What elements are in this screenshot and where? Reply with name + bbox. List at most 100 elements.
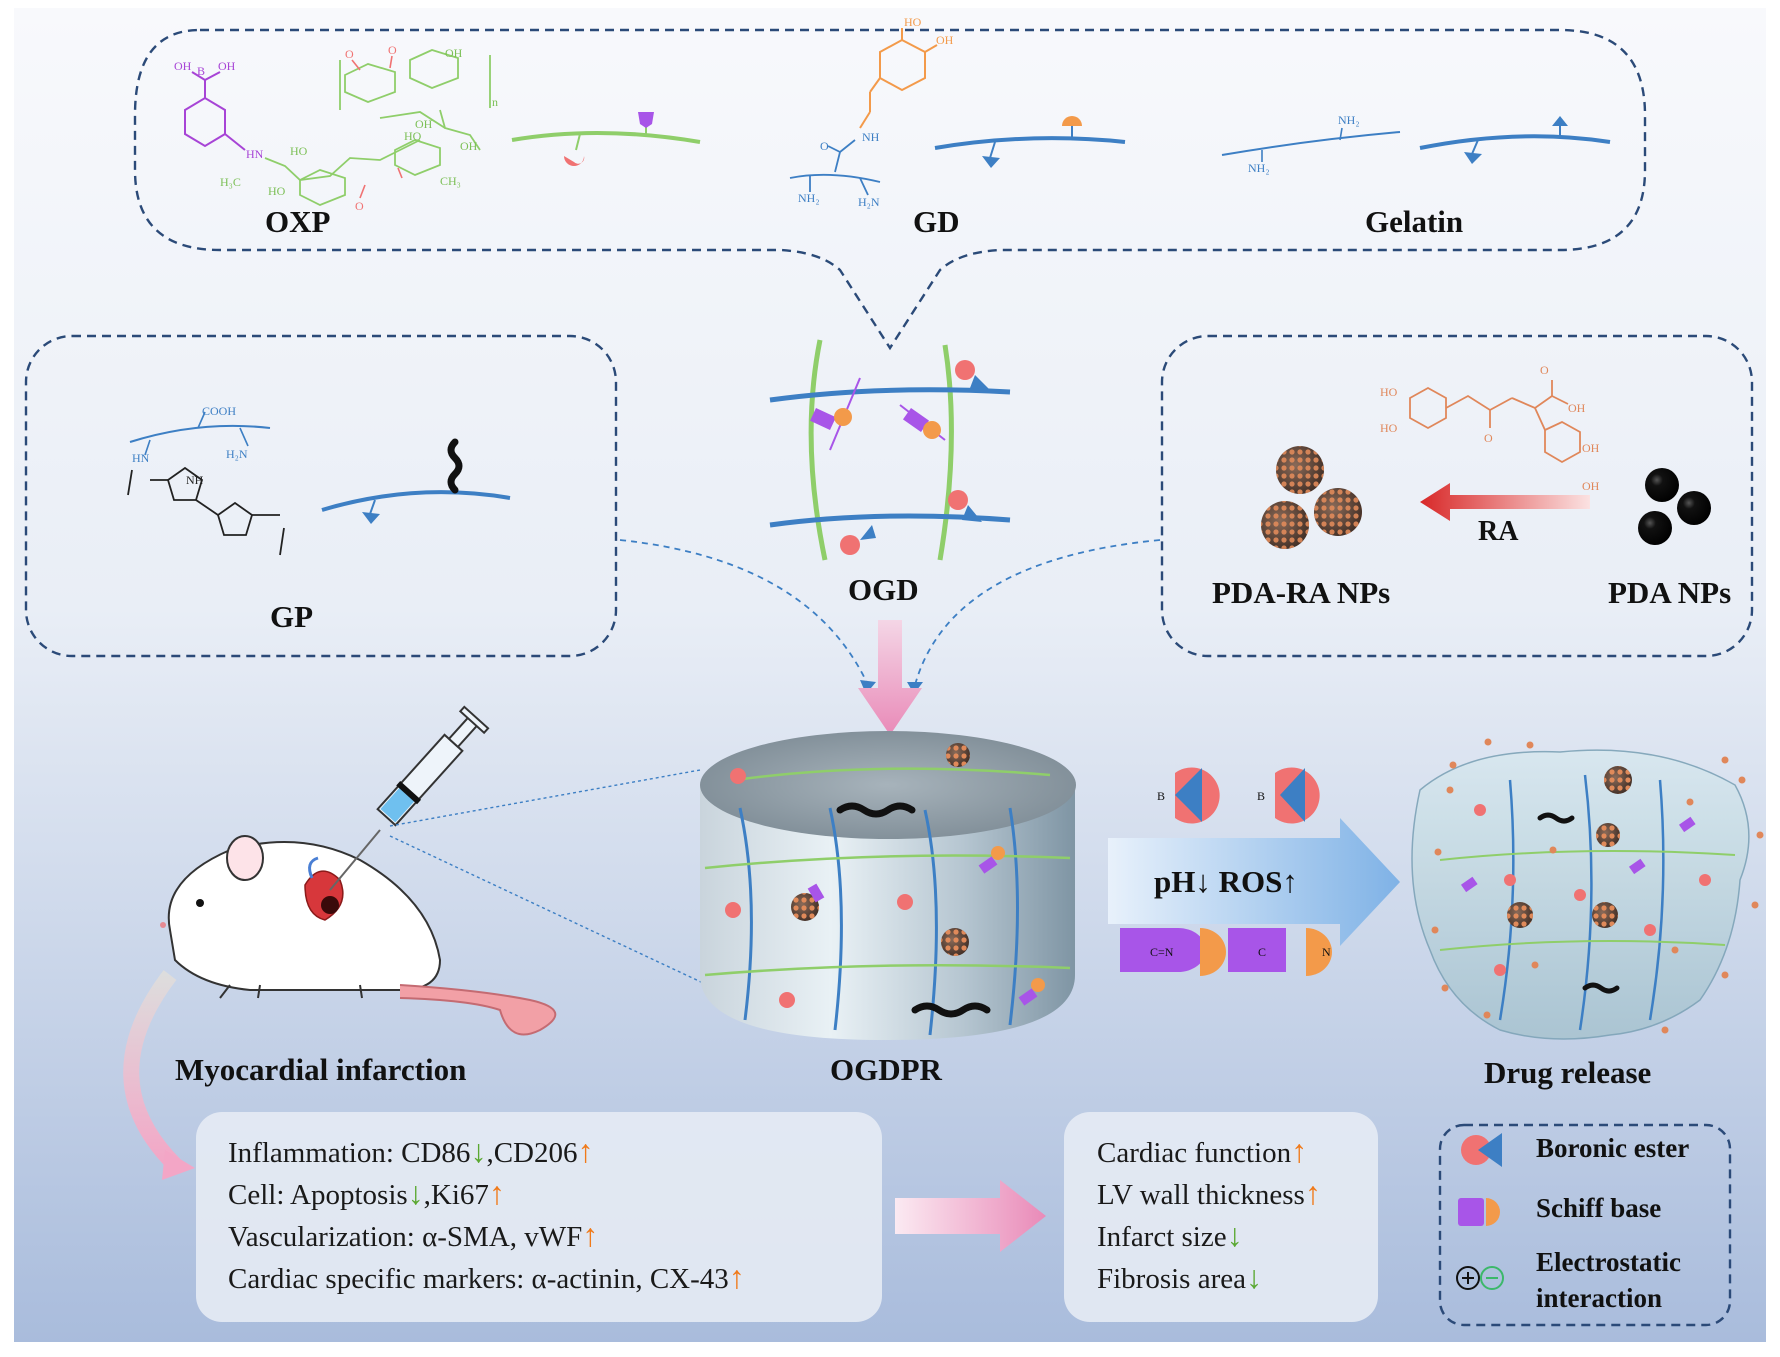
gp-cooh: COOH [202,404,236,418]
ogd-network [769,339,1011,561]
gp-dashed-box [24,334,618,658]
top-dashed-bubble [133,28,1647,351]
mouse-label: Myocardial infarction [175,1052,466,1087]
ra-label: RA [1478,516,1519,547]
schiff-base-schematic: C=N C N [1120,928,1332,976]
svg-text:O: O [820,139,829,153]
svg-text:OH: OH [1568,401,1586,415]
svg-text:N: N [1322,945,1331,959]
outcome-text: Cardiac function [1097,1137,1292,1169]
gp-chain-schematic [321,438,511,524]
svg-text:OH: OH [1582,441,1600,455]
svg-text:H₃C: H₃C [220,175,241,189]
up-arrow-icon: ↑ [728,1259,745,1295]
outcome-infarct-size: Infarct size↓ [1097,1214,1321,1256]
svg-text:H₂N: H₂N [858,195,880,209]
svg-text:B: B [1257,789,1265,803]
svg-text:HO: HO [268,184,286,198]
up-arrow-icon: ↑ [1291,1133,1308,1169]
svg-text:OH: OH [174,59,192,73]
pda-label: PDA NPs [1608,575,1731,610]
outcomes-transition-arrow [895,1180,1046,1252]
outcome-cardiac-function: Cardiac function↑ [1097,1130,1321,1172]
pda-dashed-box [1160,334,1754,658]
legend-box [1438,1123,1732,1327]
oxp-chain-schematic [511,112,701,166]
svg-text:NH₂: NH₂ [1248,161,1270,175]
svg-text:C: C [1258,945,1266,959]
zoom-line-top [389,769,701,827]
outcome-fibrosis: Fibrosis area↓ [1097,1256,1321,1298]
outcome-text: Cell: Apoptosis [228,1179,408,1211]
gp-nh: NH [186,473,204,487]
up-arrow-icon: ↑ [582,1217,599,1253]
svg-text:OH: OH [445,46,463,60]
pda-ra-nanoparticles [1261,446,1362,549]
ogdpr-label: OGDPR [830,1052,943,1087]
down-arrow-icon: ↓ [1226,1217,1243,1253]
svg-text:HO: HO [904,15,922,29]
ra-structure: HO HO O O OH OH OH [1380,363,1600,493]
svg-text:HN: HN [246,147,264,161]
outcome-text: LV wall thickness [1097,1179,1305,1211]
gd-label: GD [913,204,960,239]
legend-electrostatic-label-2: interaction [1536,1283,1662,1313]
svg-text:B: B [197,64,205,78]
svg-text:n: n [492,95,498,109]
mouse-illustration [160,835,557,1036]
outcome-text: Infarct size [1097,1221,1227,1253]
pda-nanoparticles [1638,468,1711,545]
svg-text:C=N: C=N [1150,945,1174,959]
pda-ra-label: PDA-RA NPs [1212,575,1390,610]
outcomes-left-list: Inflammation: CD86↓,CD206↑ Cell: Apoptos… [228,1130,745,1298]
svg-text:HO: HO [1380,385,1398,399]
up-arrow-icon: ↑ [1304,1175,1321,1211]
outcome-text: Cardiac specific markers: α-actinin, CX-… [228,1263,729,1295]
svg-text:O: O [1484,431,1493,445]
svg-text:O: O [355,199,364,213]
legend-electrostatic-label-1: Electrostatic [1536,1247,1681,1277]
svg-text:HO: HO [1380,421,1398,435]
legend-schiff-icon [1458,1198,1500,1226]
gelatin-label: Gelatin [1365,204,1463,239]
legend-electrostatic-icon [1456,1266,1504,1290]
svg-text:HO: HO [290,144,308,158]
svg-text:NH₂: NH₂ [798,191,820,205]
outcome-text: ,CD206 [486,1137,578,1169]
down-arrow-icon: ↓ [470,1133,487,1169]
ogd-to-ogdpr-arrow [858,620,922,735]
outcome-text: Inflammation: CD86 [228,1137,471,1169]
oxp-label: OXP [265,204,331,239]
outcome-cardiac-markers: Cardiac specific markers: α-actinin, CX-… [228,1256,745,1298]
ra-reaction-arrow [1420,483,1590,521]
legend-boronic-label: Boronic ester [1536,1133,1690,1163]
ogd-label: OGD [848,572,919,607]
released-drug-dots [1431,738,1764,1034]
zoom-line-bottom [389,835,751,1006]
svg-text:HO: HO [404,129,422,143]
outcomes-left-box [196,1112,882,1322]
outcome-text: Vascularization: α-SMA, vWF [228,1221,583,1253]
outcome-inflammation: Inflammation: CD86↓,CD206↑ [228,1130,745,1172]
outcome-vascularization: Vascularization: α-SMA, vWF↑ [228,1214,745,1256]
outcomes-right-list: Cardiac function↑ LV wall thickness↑ Inf… [1097,1130,1321,1298]
svg-text:O: O [1540,363,1549,377]
svg-text:NH: NH [862,130,880,144]
outcome-text: Fibrosis area [1097,1263,1246,1295]
svg-text:NH₂: NH₂ [1338,113,1360,127]
svg-text:CH₃: CH₃ [440,174,461,188]
svg-text:O: O [345,47,354,61]
gd-chain-schematic [934,116,1126,168]
gp-to-ogdpr-arrow [619,539,869,686]
gp-hn: HN [132,451,150,465]
down-arrow-icon: ↓ [1246,1259,1262,1295]
boronic-ester-schematic: B B [1157,767,1320,824]
svg-text:O: O [388,43,397,57]
gp-h2n: H₂N [226,447,248,461]
outcome-lv-wall: LV wall thickness↑ [1097,1172,1321,1214]
outcome-cell: Cell: Apoptosis↓,Ki67↑ [228,1172,745,1214]
drug-release-label: Drug release [1484,1055,1651,1090]
gd-structure: HO OH NH O NH₂ H₂N [789,15,954,209]
